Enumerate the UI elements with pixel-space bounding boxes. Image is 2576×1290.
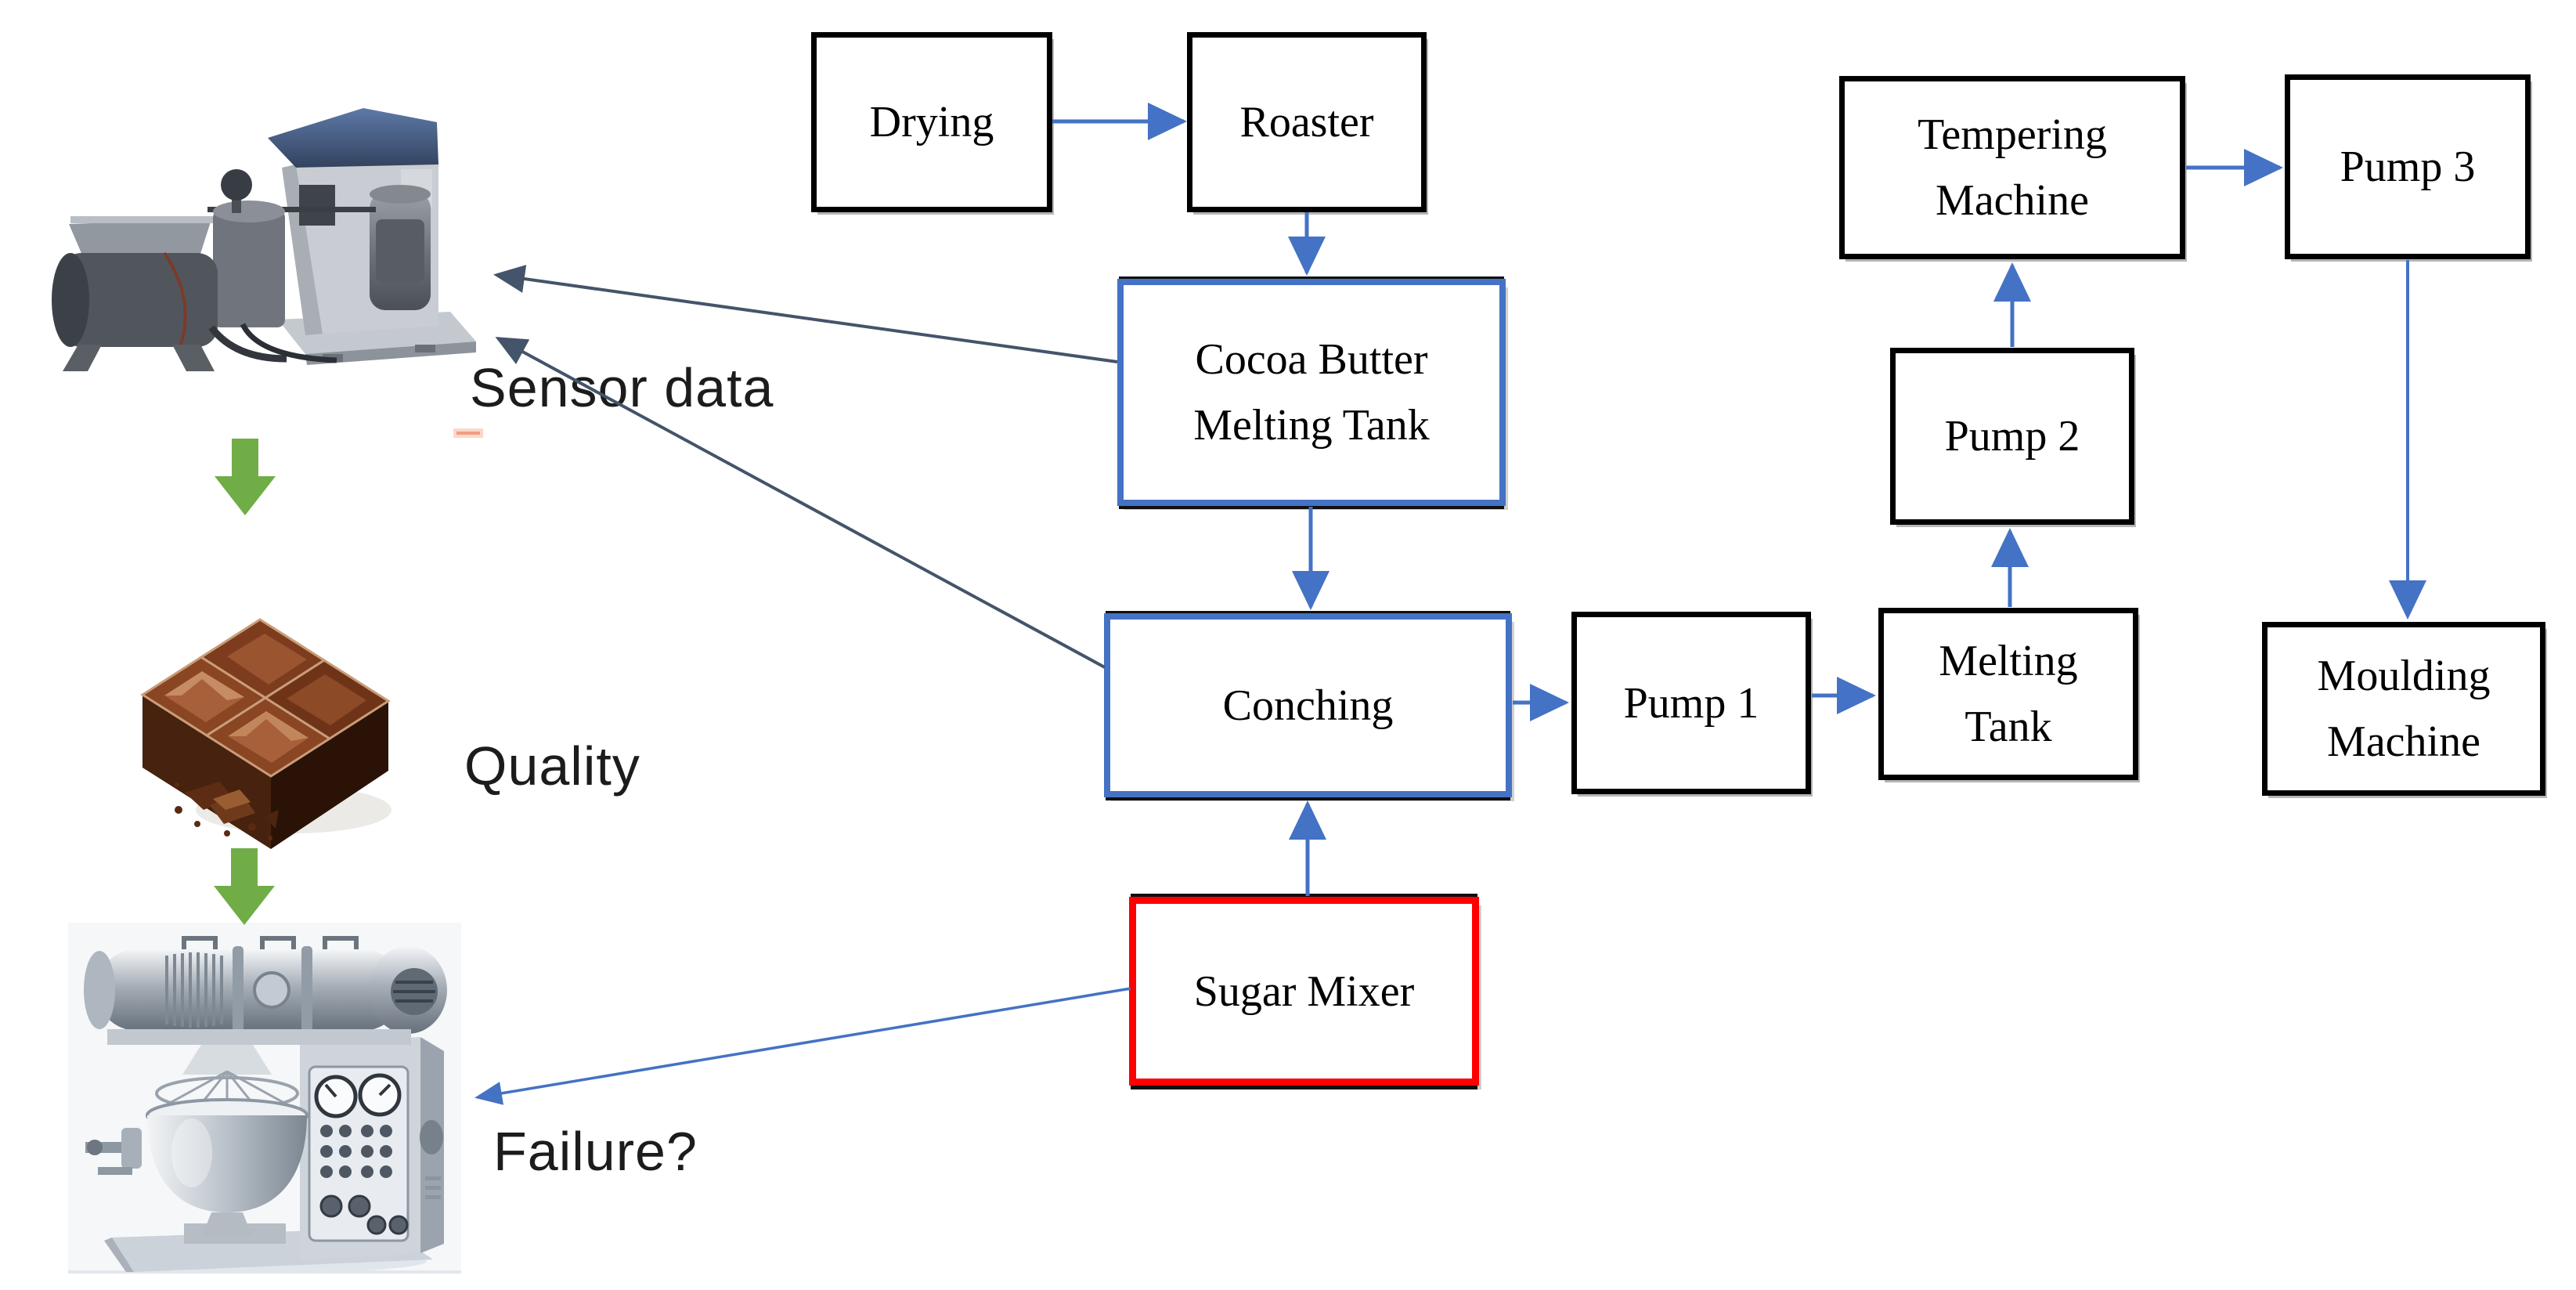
node-conching: Conching — [1104, 613, 1512, 797]
machine-rod — [207, 207, 376, 212]
node-pump-1-label: Pump 1 — [1623, 678, 1759, 728]
conching-machine-photo — [52, 108, 476, 371]
mixer-side-arm — [85, 1128, 142, 1175]
mixer-column — [300, 1037, 444, 1259]
node-drying-label: Drying — [869, 98, 994, 146]
machine-right-tower — [268, 108, 438, 335]
failure-label: Failure? — [493, 1121, 698, 1182]
machine-middle-tank — [213, 169, 285, 327]
node-drying: Drying — [811, 32, 1052, 212]
arrow-sugar-mixer-to-mixer-photo — [474, 987, 1131, 1105]
node-pump-2-label: Pump 2 — [1944, 412, 2080, 461]
node-pump-1: Pump 1 — [1571, 612, 1811, 794]
sugar-mixer-photo — [68, 923, 461, 1274]
node-moulding-machine-label: Moulding Machine — [2317, 652, 2491, 766]
node-conching-label: Conching — [1222, 681, 1394, 730]
mixer-top-cylinder — [84, 936, 447, 1045]
node-roaster-label: Roaster — [1239, 98, 1374, 146]
node-cocoa-butter-melting-tank: Cocoa Butter Melting Tank — [1117, 279, 1506, 506]
mixer-bowl — [146, 1045, 308, 1236]
node-melting-tank-label: Melting Tank — [1939, 637, 2078, 751]
node-tempering-machine: Tempering Machine — [1839, 76, 2185, 259]
arrow-cocoa-butter-melting-tank-to-machine-photo — [493, 265, 1118, 363]
node-pump-3-label: Pump 3 — [2340, 143, 2476, 191]
green-arrow-machine-to-chocolate — [215, 439, 276, 515]
node-cocoa-butter-melting-tank-label: Cocoa Butter Melting Tank — [1193, 335, 1430, 450]
node-pump-3: Pump 3 — [2285, 74, 2531, 259]
quality-label: Quality — [464, 735, 640, 797]
green-arrow-chocolate-to-mixer — [214, 848, 275, 925]
pink-dash-mark — [456, 432, 480, 435]
node-roaster: Roaster — [1187, 32, 1427, 212]
sensor-data-label: Sensor data — [470, 357, 774, 418]
machine-left-drum — [52, 216, 337, 371]
node-tempering-machine-label: Tempering Machine — [1918, 110, 2107, 225]
node-sugar-mixer-label: Sugar Mixer — [1193, 967, 1415, 1016]
chocolate-crumbs — [175, 782, 279, 840]
node-moulding-machine: Moulding Machine — [2262, 622, 2545, 796]
node-melting-tank: Melting Tank — [1878, 608, 2138, 780]
node-sugar-mixer: Sugar Mixer — [1129, 897, 1479, 1086]
node-pump-2: Pump 2 — [1890, 348, 2134, 525]
chocolate-bar-photo — [140, 618, 391, 849]
